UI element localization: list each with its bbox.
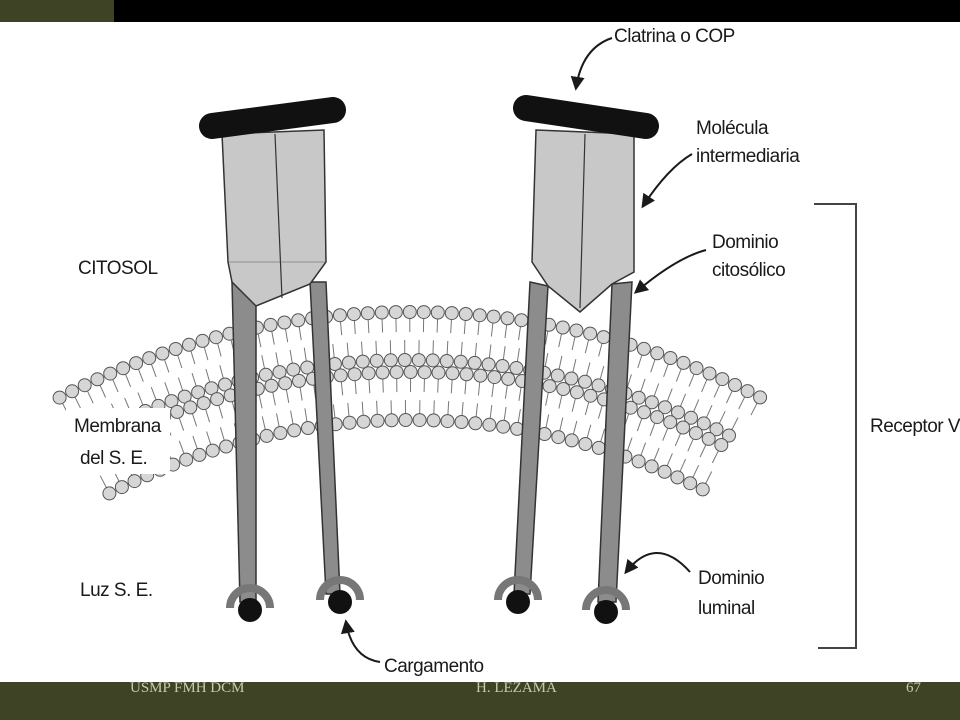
top-bar-accent (0, 0, 114, 22)
label-cytosol: CITOSOL (78, 258, 158, 279)
domain-divider-right (579, 133, 586, 309)
label-membrane-1: Membrana (74, 416, 162, 437)
label-luminal-1: Dominio (698, 568, 764, 589)
receptor-bracket (814, 203, 857, 649)
domain-divider-left (274, 133, 283, 299)
label-cyto-domain-1: Dominio (712, 232, 778, 253)
label-clathrin: Clatrina o COP (614, 26, 735, 47)
cargo-right-2 (594, 600, 618, 624)
arrow-clathrin (570, 37, 613, 91)
arrow-intermediate (641, 153, 693, 209)
vesicle-receptor-diagram: Clatrina o COP Molécula intermediaria Do… (52, 26, 960, 677)
label-intermediate-2: intermediaria (696, 146, 800, 167)
label-intermediate-1: Molécula (696, 118, 769, 139)
cytosolic-domain-left (221, 129, 327, 307)
luminal-domain-left-2 (316, 576, 364, 601)
arrow-cyto-domain (633, 249, 707, 294)
receptor-right (494, 95, 659, 624)
cargo-left-1 (238, 598, 262, 622)
clathrin-cap-right (513, 95, 659, 139)
stalk-left-a (231, 280, 257, 603)
luminal-domain-left-1 (226, 584, 274, 609)
label-cyto-domain-2: citosólico (712, 260, 785, 281)
stalk-left-b (309, 281, 341, 595)
clathrin-cap-left (199, 97, 346, 139)
arrow-cargo (340, 619, 381, 663)
footer-page-number: 67 (906, 680, 921, 696)
stalk-right-b (597, 281, 633, 603)
footer-course: USMP FMH DCM (130, 680, 245, 696)
label-membrane-2: del S. E. (80, 448, 147, 469)
footer-bar: USMP FMH DCM H. LEZAMA 67 (0, 680, 960, 720)
receptor-left (199, 97, 364, 622)
label-cargo: Cargamento (384, 656, 484, 677)
cargo-right-1 (506, 590, 530, 614)
footer-author: H. LEZAMA (476, 680, 557, 696)
top-bar (114, 0, 960, 22)
stalk-right-a (513, 281, 549, 595)
label-receptor: Receptor V (870, 416, 960, 437)
luminal-domain-right-2 (582, 586, 630, 611)
label-luminal-2: luminal (698, 598, 755, 619)
label-lumen: Luz S. E. (80, 580, 153, 601)
membrane-label-bg (66, 408, 170, 474)
cargo-left-2 (328, 590, 352, 614)
luminal-domain-right-1 (494, 576, 542, 601)
arrow-luminal (624, 552, 691, 575)
